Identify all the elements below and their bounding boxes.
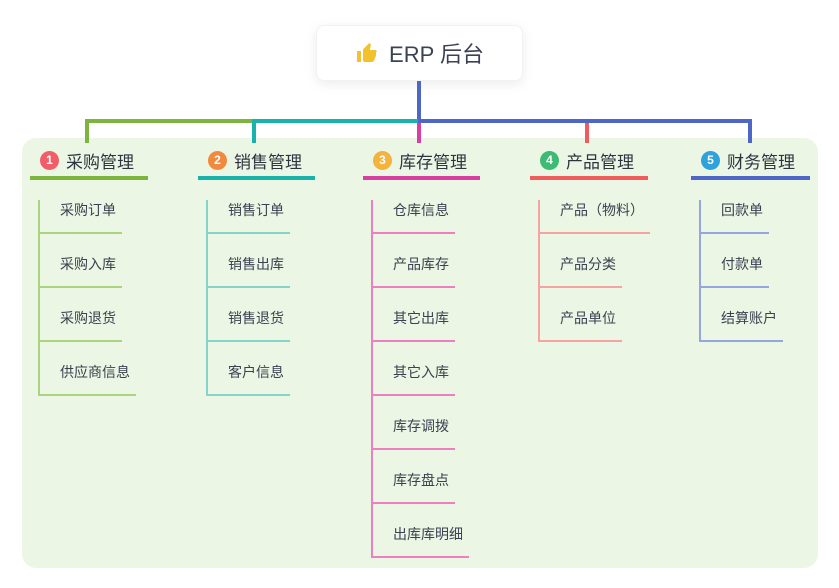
child-label: 销售退货 (208, 308, 290, 342)
child-topic-node[interactable]: 库存盘点 (373, 470, 480, 504)
child-label: 采购退货 (40, 308, 122, 342)
child-label: 销售订单 (208, 200, 290, 234)
branch-topic-node[interactable]: 3 库存管理 (363, 148, 480, 180)
child-topic-node[interactable]: 产品单位 (540, 308, 648, 342)
branch-topic-node[interactable]: 2 销售管理 (198, 148, 315, 180)
branch-topic-node[interactable]: 1 采购管理 (30, 148, 148, 180)
child-topic-node[interactable]: 采购退货 (40, 308, 148, 342)
connector-branch-drop (417, 123, 421, 143)
child-label: 仓库信息 (373, 200, 455, 234)
child-label: 库存盘点 (373, 470, 455, 504)
connector-branch-drop (585, 123, 589, 143)
child-label: 其它入库 (373, 362, 455, 396)
connector-root-line (417, 81, 421, 119)
child-label: 采购入库 (40, 254, 122, 288)
branch-sales: 2 销售管理 销售订单 销售出库 销售退货 客户信息 (198, 148, 315, 396)
child-topic-node[interactable]: 采购入库 (40, 254, 148, 288)
branches-panel (22, 138, 818, 568)
branch-finance: 5 财务管理 回款单 付款单 结算账户 (691, 148, 810, 342)
connector-bus-segment (85, 119, 252, 123)
child-label: 回款单 (701, 200, 769, 234)
number-badge: 5 (701, 150, 720, 170)
number-badge: 3 (373, 150, 392, 170)
child-topic-node[interactable]: 供应商信息 (40, 362, 148, 396)
connector-branch-drop (85, 119, 89, 143)
root-topic-node[interactable]: ERP 后台 (316, 25, 523, 81)
connector-bus-segment (418, 119, 752, 123)
branch-children: 回款单 付款单 结算账户 (699, 200, 810, 342)
child-topic-node[interactable]: 库存调拨 (373, 416, 480, 450)
branch-children: 仓库信息 产品库存 其它出库 其它入库 库存调拨 库存盘点 出库库明细 (371, 200, 480, 558)
connector-branch-drop (252, 119, 256, 143)
child-label: 库存调拨 (373, 416, 455, 450)
child-topic-node[interactable]: 产品分类 (540, 254, 648, 288)
child-label: 销售出库 (208, 254, 290, 288)
child-label: 付款单 (701, 254, 769, 288)
branch-purchase: 1 采购管理 采购订单 采购入库 采购退货 供应商信息 (30, 148, 148, 396)
connector-bus-segment (252, 119, 418, 123)
number-badge: 2 (208, 150, 227, 170)
child-label: 其它出库 (373, 308, 455, 342)
child-topic-node[interactable]: 销售订单 (208, 200, 315, 234)
root-topic-title: ERP 后台 (389, 42, 484, 67)
child-label: 出库库明细 (373, 524, 469, 558)
child-topic-node[interactable]: 其它出库 (373, 308, 480, 342)
branch-product: 4 产品管理 产品（物料） 产品分类 产品单位 (530, 148, 650, 342)
branch-children: 销售订单 销售出库 销售退货 客户信息 (206, 200, 315, 396)
number-badge: 4 (540, 150, 559, 170)
number-badge: 1 (40, 150, 59, 170)
child-topic-node[interactable]: 出库库明细 (373, 524, 480, 558)
connector-branch-drop (748, 119, 752, 143)
child-topic-node[interactable]: 付款单 (701, 254, 810, 288)
child-label: 产品单位 (540, 308, 622, 342)
thumbs-up-icon (355, 41, 379, 65)
child-label: 客户信息 (208, 362, 290, 396)
child-topic-node[interactable]: 结算账户 (701, 308, 810, 342)
branch-topic-node[interactable]: 5 财务管理 (691, 148, 810, 180)
branch-label: 销售管理 (234, 152, 302, 172)
child-topic-node[interactable]: 仓库信息 (373, 200, 480, 234)
child-label: 结算账户 (701, 308, 783, 342)
child-label: 供应商信息 (40, 362, 136, 396)
child-topic-node[interactable]: 产品（物料） (540, 200, 650, 234)
branch-label: 库存管理 (399, 152, 467, 172)
branch-inventory: 3 库存管理 仓库信息 产品库存 其它出库 其它入库 库存调拨 库存盘点 出库库… (363, 148, 480, 558)
branch-label: 财务管理 (727, 152, 795, 172)
branch-label: 采购管理 (66, 152, 134, 172)
child-label: 产品（物料） (540, 200, 650, 234)
child-topic-node[interactable]: 其它入库 (373, 362, 480, 396)
branch-topic-node[interactable]: 4 产品管理 (530, 148, 648, 180)
child-topic-node[interactable]: 客户信息 (208, 362, 315, 396)
child-topic-node[interactable]: 销售退货 (208, 308, 315, 342)
child-topic-node[interactable]: 回款单 (701, 200, 810, 234)
child-label: 产品分类 (540, 254, 622, 288)
child-topic-node[interactable]: 产品库存 (373, 254, 480, 288)
child-topic-node[interactable]: 销售出库 (208, 254, 315, 288)
branch-children: 产品（物料） 产品分类 产品单位 (538, 200, 650, 342)
branch-label: 产品管理 (566, 152, 634, 172)
child-label: 采购订单 (40, 200, 122, 234)
child-label: 产品库存 (373, 254, 455, 288)
branch-children: 采购订单 采购入库 采购退货 供应商信息 (38, 200, 148, 396)
child-topic-node[interactable]: 采购订单 (40, 200, 148, 234)
